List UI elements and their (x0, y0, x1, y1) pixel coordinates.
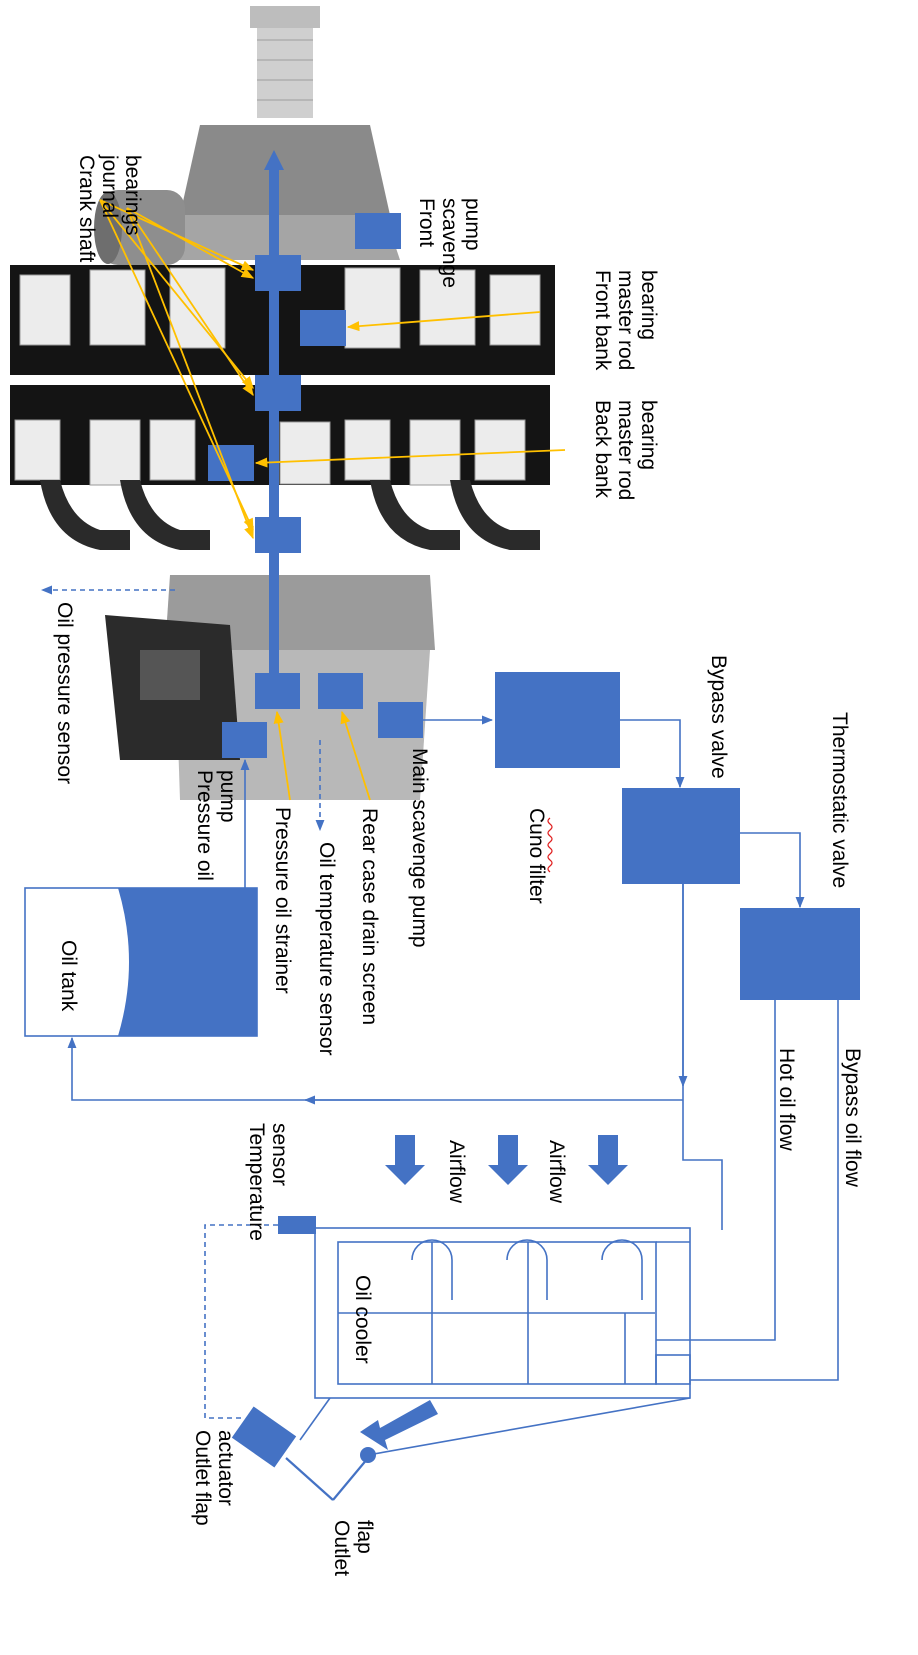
thermostatic-valve-box (740, 908, 860, 1000)
label-outlet-flap-2: flap (353, 1520, 376, 1554)
label-front-bank-3: bearing (637, 270, 660, 340)
label-crank-shaft-2: journal (98, 154, 121, 218)
label-oil-tank: Oil tank (57, 940, 80, 1012)
label-hot-oil-flow: Hot oil flow (775, 1048, 798, 1152)
temperature-sensor-box (278, 1216, 316, 1234)
back-bank-master-rod-bearing-box (208, 445, 254, 481)
label-front-scavenge-3: pump (461, 198, 484, 251)
label-airflow-1: Airflow (445, 1140, 468, 1204)
label-main-scavenge-pump: Main scavenge pump (408, 748, 431, 948)
label-front-bank-1: Front bank (591, 270, 614, 371)
label-oil-pressure-sensor: Oil pressure sensor (53, 602, 76, 784)
crank-journal-bearing-rear (255, 517, 301, 553)
pressure-oil-pump-box (222, 722, 267, 758)
label-back-bank-3: bearing (637, 400, 660, 470)
front-bank-master-rod-bearing-box (300, 310, 346, 346)
label-pressure-oil-pump-1: Pressure oil (193, 770, 216, 881)
label-airflow-2: Airflow (545, 1140, 568, 1204)
crank-journal-bearing-front (255, 255, 301, 291)
label-rear-case-drain-screen: Rear case drain screen (358, 808, 381, 1025)
label-temperature-sensor-2: sensor (268, 1123, 291, 1186)
label-outlet-flap-1: Outlet (330, 1520, 353, 1576)
label-front-bank-2: master rod (614, 270, 637, 370)
bypass-valve-box (622, 788, 740, 884)
label-thermostatic-valve: Thermostatic valve (828, 712, 851, 888)
label-cuno-filter: Cuno filter (525, 808, 548, 904)
label-oil-cooler: Oil cooler (351, 1275, 374, 1364)
label-temperature-sensor-1: Temperature (245, 1123, 268, 1241)
label-pressure-oil-strainer: Pressure oil strainer (271, 807, 294, 994)
label-pressure-oil-pump-2: pump (216, 770, 239, 823)
label-back-bank-1: Back bank (591, 400, 614, 499)
main-scavenge-pump-box (378, 702, 423, 738)
label-bypass-oil-flow: Bypass oil flow (841, 1048, 864, 1188)
label-bypass-valve: Bypass valve (707, 655, 730, 779)
temp-sensor-dashed-link (205, 1225, 278, 1418)
label-crank-shaft-1: Crank shaft (75, 155, 98, 263)
label-crank-shaft-3: bearings (121, 155, 144, 236)
front-scavenge-pump-box (355, 213, 401, 249)
airflow-arrows (385, 1135, 628, 1185)
crank-journal-bearing-middle (255, 375, 301, 411)
label-oil-temperature-sensor: Oil temperature sensor (315, 842, 338, 1056)
label-front-scavenge-1: Front (415, 198, 438, 247)
outlet-flap-assembly (232, 1398, 690, 1500)
cuno-filter-box (495, 672, 620, 768)
label-front-scavenge-2: scavenge (438, 198, 461, 288)
label-back-bank-2: master rod (614, 400, 637, 500)
label-outlet-flap-actuator-1: Outlet flap (191, 1430, 214, 1526)
rear-case-drain-screen-box (318, 673, 363, 709)
pressure-oil-strainer-box (255, 673, 300, 709)
label-outlet-flap-actuator-2: actuator (214, 1430, 237, 1506)
